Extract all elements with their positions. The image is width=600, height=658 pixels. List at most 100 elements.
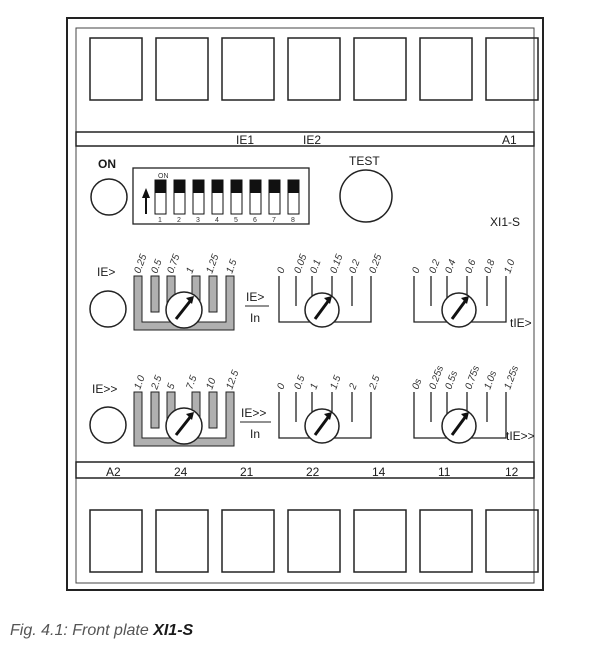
- row2-switch1[interactable]: [133, 391, 235, 447]
- terminal-block: [155, 37, 209, 101]
- row1-led: [89, 290, 127, 328]
- dip-switch[interactable]: [249, 179, 262, 215]
- scale-label: 1.0: [132, 374, 147, 391]
- terminal-label-ie2: IE2: [303, 133, 321, 147]
- terminal-block: [89, 37, 143, 101]
- caption-device: XI1-S: [153, 622, 194, 639]
- row1-switch3[interactable]: [413, 276, 507, 328]
- bottom-terminal-labels: A2 24 21 22 14 11 12: [106, 465, 519, 479]
- scale-label: 0.6: [463, 258, 478, 275]
- knob-pointer-icon: [450, 299, 468, 320]
- dip-numbers: 1 2 3 4 5 6 7 8: [158, 217, 295, 224]
- scale-label: 1: [184, 266, 196, 275]
- dip-switch-block[interactable]: ON 1 2 3 4 5 6 7 8: [132, 167, 310, 225]
- terminal-block: [353, 509, 407, 573]
- knob-pointer-icon: [313, 415, 331, 436]
- scale-label: 2: [347, 382, 360, 392]
- scale-label: 2.5: [367, 374, 383, 392]
- dip-number: 2: [177, 217, 181, 224]
- dip-switch[interactable]: [192, 179, 205, 215]
- scale-label: 1.0: [502, 258, 517, 275]
- knob-pointer-icon: [313, 299, 331, 320]
- row1-switch3-scale: 0 0.2 0.4 0.6 0.8 1.0: [410, 258, 517, 275]
- scale-label: 0.1: [308, 258, 323, 275]
- terminal-block: [287, 509, 341, 573]
- test-button[interactable]: [339, 169, 393, 223]
- scale-label: 0: [275, 266, 287, 275]
- on-led: [90, 178, 128, 216]
- terminal-label: 24: [174, 465, 188, 479]
- dip-number: 1: [158, 217, 162, 224]
- dip-number: 8: [291, 217, 295, 224]
- row2-led: [89, 406, 127, 444]
- scale-label: 0: [410, 266, 422, 275]
- caption-prefix: Fig. 4.1: Front plate: [10, 622, 154, 639]
- dip-switch[interactable]: [287, 179, 300, 215]
- row1-right-label: tIE>: [510, 316, 532, 330]
- knob-pointer-icon: [174, 415, 193, 436]
- device-name: XI1-S: [490, 215, 520, 229]
- knob-pointer-icon: [174, 299, 193, 320]
- terminal-label: 11: [438, 465, 451, 479]
- terminal-label-a1: A1: [502, 133, 517, 147]
- row2-switch2-scale: 0 0.5 1 1.5 2 2.5: [275, 374, 382, 392]
- scale-label: 1: [308, 382, 320, 391]
- dip-number: 6: [253, 217, 257, 224]
- figure-caption: Fig. 4.1: Front plate XI1-S: [10, 622, 193, 640]
- scale-label: 0.2: [347, 258, 362, 275]
- dip-on-mark: ON: [158, 173, 169, 180]
- bottom-terminal-strip: [75, 461, 535, 479]
- terminal-label: 12: [505, 465, 519, 479]
- terminal-label: 14: [372, 465, 386, 479]
- dip-switch[interactable]: [173, 179, 186, 215]
- row1-switch2[interactable]: [278, 276, 372, 328]
- scale-label: 10: [204, 376, 218, 391]
- scale-label: 0.5: [149, 258, 164, 275]
- row1-led-label: IE>: [97, 265, 115, 279]
- terminal-block: [419, 37, 473, 101]
- terminal-block: [353, 37, 407, 101]
- scale-label: 0: [275, 382, 287, 391]
- knob-pointer-icon: [450, 415, 468, 436]
- terminal-block: [89, 509, 143, 573]
- terminal-block: [155, 509, 209, 573]
- dip-number: 4: [215, 217, 219, 224]
- test-label: TEST: [349, 154, 380, 168]
- scale-label: 7.5: [184, 374, 199, 391]
- top-terminal-blocks: [89, 37, 539, 101]
- row2-fraction-bottom: In: [250, 427, 260, 441]
- row2-fraction-top: IE>>: [241, 406, 266, 420]
- scale-label: 0.2: [427, 258, 442, 275]
- scale-label: 0.4: [443, 258, 458, 275]
- housing-inner: [75, 27, 535, 584]
- scale-label: 0.8: [482, 258, 497, 275]
- dip-switches[interactable]: [154, 179, 300, 215]
- top-terminal-strip: [75, 131, 535, 147]
- bottom-terminal-blocks: [89, 509, 539, 573]
- scale-label: 5: [165, 382, 177, 391]
- terminal-block: [485, 509, 539, 573]
- scale-label: 1.5: [224, 258, 239, 275]
- terminal-block: [419, 509, 473, 573]
- terminal-label: A2: [106, 465, 121, 479]
- scale-label: 2.5: [149, 374, 165, 392]
- dip-switch[interactable]: [211, 179, 224, 215]
- dip-switch[interactable]: [154, 179, 167, 215]
- dip-switch[interactable]: [230, 179, 243, 215]
- scale-label: 0.5: [292, 374, 307, 391]
- row1-switch1[interactable]: [133, 275, 235, 331]
- dip-switch[interactable]: [268, 179, 281, 215]
- row2-switch2[interactable]: [278, 392, 372, 444]
- row2-switch1-scale: 1.0 2.5 5 7.5 10 12.5: [132, 369, 241, 392]
- on-label: ON: [98, 157, 116, 171]
- terminal-block: [485, 37, 539, 101]
- row2-led-label: IE>>: [92, 382, 117, 396]
- terminal-block: [287, 37, 341, 101]
- terminal-block: [221, 509, 275, 573]
- scale-label: 1.5: [328, 374, 343, 391]
- dip-number: 3: [196, 217, 200, 224]
- terminal-block: [221, 37, 275, 101]
- terminal-label: 22: [306, 465, 320, 479]
- row2-switch3[interactable]: [413, 392, 507, 444]
